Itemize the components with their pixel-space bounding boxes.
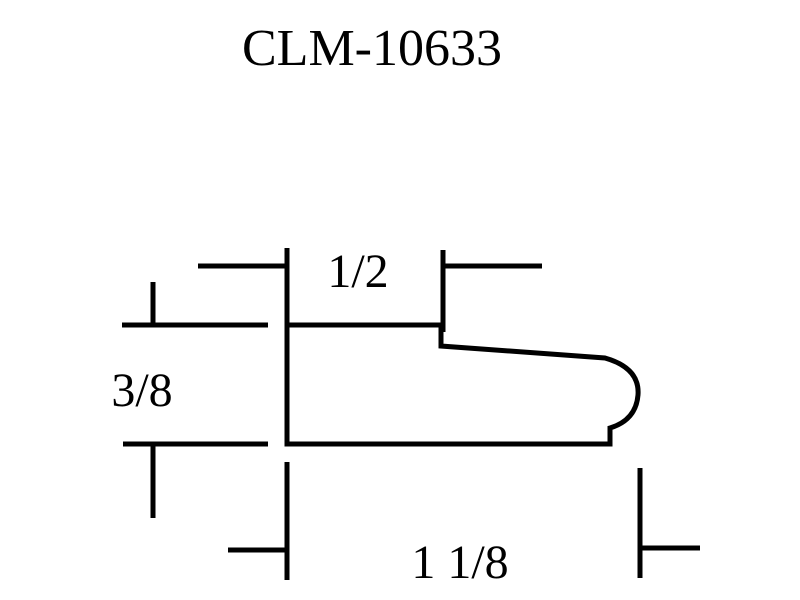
dimension-top-width <box>198 248 542 332</box>
dimension-overall-width <box>228 462 700 580</box>
part-number-title: CLM-10633 <box>242 20 502 77</box>
dimension-label-overall-width: 1 1/8 <box>411 536 508 589</box>
molding-profile <box>284 322 641 447</box>
dimension-height <box>122 282 268 518</box>
dimension-label-height: 3/8 <box>111 364 172 417</box>
dimension-label-top-width: 1/2 <box>327 245 388 298</box>
